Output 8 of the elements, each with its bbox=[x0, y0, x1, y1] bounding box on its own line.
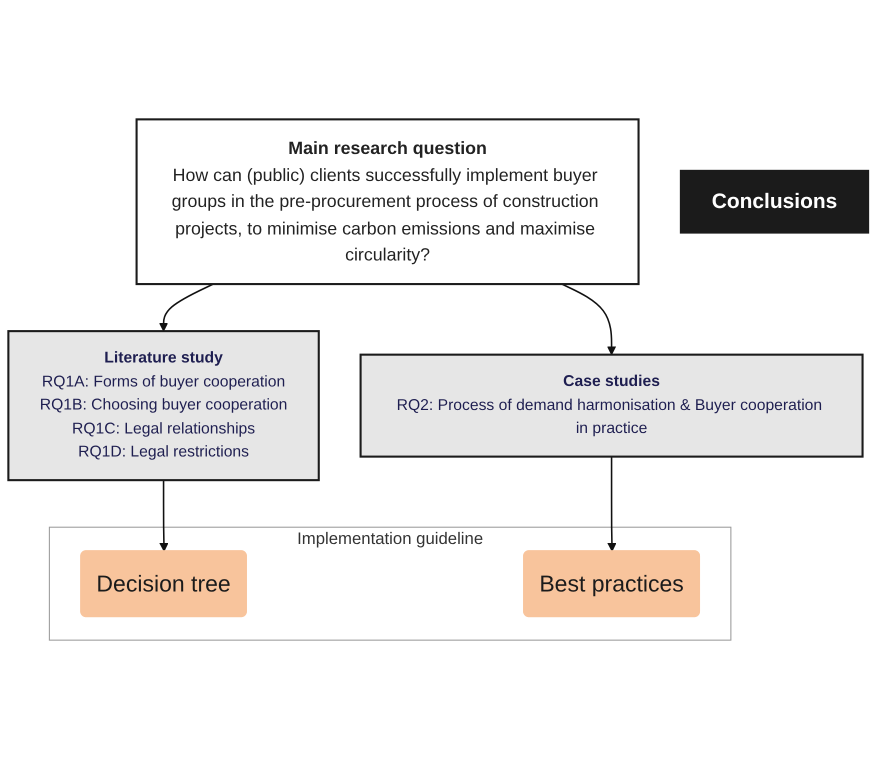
node-box: Main research question How can (public) clients successfully implement buyer groups in the pre-procurement process of construction projects, to minimise carbon emissions and maximise circularity? bbox=[136, 118, 640, 286]
node-box: Conclusions bbox=[680, 170, 870, 234]
node-box: Case studies RQ2: Process of demand harmonisation & Buyer cooperation in practice bbox=[360, 354, 864, 458]
arrow bbox=[607, 456, 617, 552]
arrow bbox=[561, 284, 616, 356]
node-box: Literature study RQ1A: Forms of buyer cooperation RQ1B: Choosing buyer cooperation RQ1C: Legal relationships RQ1D: Legal restrictions bbox=[7, 330, 320, 482]
arrow bbox=[159, 480, 168, 552]
arrow bbox=[158, 284, 214, 332]
